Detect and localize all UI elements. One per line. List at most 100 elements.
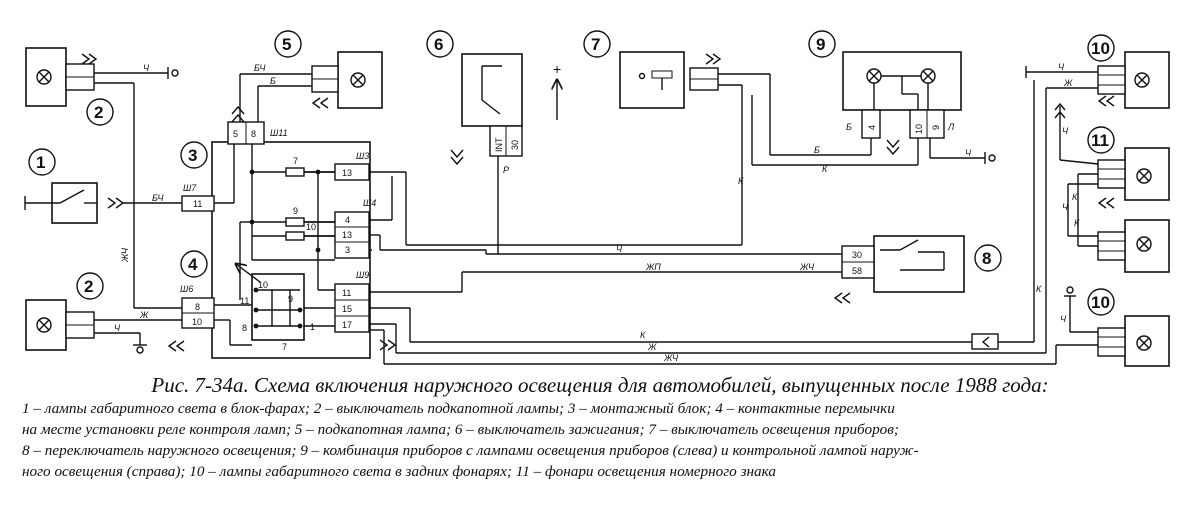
svg-text:Б: Б — [846, 122, 852, 132]
connector-sh11: 5 8 Ш11 — [227, 121, 288, 145]
hood-switch-bottom: Ж Ч — [25, 299, 185, 354]
svg-text:Ч: Ч — [965, 148, 972, 158]
svg-text:ЖЧ: ЖЧ — [663, 353, 679, 363]
callout-10-bottom: 10 — [1091, 293, 1110, 312]
svg-text:Ш7: Ш7 — [183, 183, 197, 193]
parking-lamps-headlight: БЧ — [24, 182, 182, 224]
svg-text:10: 10 — [192, 317, 202, 327]
svg-text:9: 9 — [288, 294, 293, 304]
svg-text:К: К — [738, 176, 744, 186]
legend-line: ного освещения (справа); 10 – лампы габа… — [22, 463, 776, 480]
svg-text:ЖЧ: ЖЧ — [799, 262, 815, 272]
svg-text:10: 10 — [258, 280, 268, 290]
connector-sh4: 4 13 3 Ш4 — [334, 198, 376, 259]
svg-text:Ч: Ч — [616, 244, 623, 254]
svg-text:Ч: Ч — [143, 63, 150, 73]
svg-text:Ш9: Ш9 — [356, 270, 369, 280]
rear-parking-lamp-top: Ч Ж — [1025, 51, 1170, 109]
svg-text:ЖП: ЖП — [645, 262, 661, 272]
svg-text:INT: INT — [494, 137, 504, 152]
fuse-9-label: 9 — [293, 206, 298, 216]
svg-text:11: 11 — [193, 199, 202, 209]
svg-text:15: 15 — [342, 304, 352, 314]
fuse-10-label: 10 — [306, 222, 316, 232]
svg-text:9: 9 — [931, 125, 941, 130]
legend-line: на месте установки реле контроля ламп; 5… — [22, 421, 899, 438]
connector-sh3: 13 Ш3 — [334, 151, 370, 181]
svg-text:Ш3: Ш3 — [356, 151, 369, 161]
svg-text:Ч: Ч — [1060, 314, 1067, 324]
rear-wiring: К Ж ЖЧ — [369, 80, 1057, 365]
callout-9: 9 — [816, 35, 825, 54]
svg-text:К: К — [1072, 192, 1078, 202]
svg-text:10: 10 — [914, 124, 924, 134]
callout-6: 6 — [434, 35, 443, 54]
svg-text:4: 4 — [345, 215, 350, 225]
ignition-switch: INT 30 Р + — [450, 53, 561, 176]
svg-text:БЧ: БЧ — [254, 63, 266, 73]
connector-sh6: 8 10 Ш6 — [180, 284, 215, 329]
block-internal-wiring — [214, 144, 335, 346]
legend-line: 8 – переключатель наружного освещения; 9… — [22, 442, 919, 459]
svg-text:30: 30 — [510, 140, 520, 150]
svg-text:Ж: Ж — [1063, 78, 1073, 88]
svg-text:К: К — [822, 164, 828, 174]
svg-text:5: 5 — [233, 129, 238, 139]
callouts: 1 2 2 3 4 5 6 7 8 9 10 11 10 — [28, 30, 1115, 316]
svg-text:1: 1 — [310, 322, 315, 332]
svg-text:К: К — [640, 330, 646, 340]
exterior-light-switch: 30 58 Ч ЖП ЖЧ — [462, 235, 965, 304]
svg-text:Ч: Ч — [1058, 62, 1065, 72]
svg-text:17: 17 — [342, 320, 352, 330]
callout-5: 5 — [282, 35, 291, 54]
callout-11: 11 — [1091, 131, 1109, 150]
svg-text:Ч: Ч — [1062, 126, 1069, 136]
callout-4: 4 — [188, 255, 198, 274]
svg-text:Ч: Ч — [1062, 202, 1069, 212]
fuse-10 — [285, 231, 305, 241]
figure-caption: Рис. 7-34а. Схема включения наружного ос… — [151, 373, 1049, 397]
callout-7: 7 — [591, 35, 600, 54]
svg-text:8: 8 — [242, 323, 247, 333]
svg-text:Ш4: Ш4 — [363, 198, 376, 208]
fuse-7-label: 7 — [293, 156, 298, 166]
rear-parking-lamp-bottom: Ч К — [1036, 284, 1170, 367]
wiring-diagram: 7 9 10 11 Ш7 8 10 Ш6 5 8 Ш11 13 Ш3 4 — [24, 30, 1170, 367]
svg-text:13: 13 — [342, 168, 352, 178]
callout-2-bottom: 2 — [84, 277, 93, 296]
callout-3: 3 — [188, 146, 197, 165]
callout-10-top: 10 — [1091, 39, 1110, 58]
instrument-light-switch: К — [619, 51, 771, 245]
svg-text:Ш6: Ш6 — [180, 284, 193, 294]
svg-text:30: 30 — [852, 250, 862, 260]
svg-text:Ш11: Ш11 — [270, 128, 288, 138]
svg-text:К: К — [1036, 284, 1042, 294]
svg-text:Ч: Ч — [114, 323, 121, 333]
svg-text:Б: Б — [814, 145, 820, 155]
svg-text:Ж: Ж — [647, 342, 657, 352]
svg-text:58: 58 — [852, 266, 862, 276]
svg-text:К: К — [1074, 218, 1080, 228]
callout-1: 1 — [36, 153, 45, 172]
svg-text:7: 7 — [282, 342, 287, 352]
svg-text:БЧ: БЧ — [152, 193, 164, 203]
svg-text:Ж: Ж — [139, 310, 149, 320]
svg-text:11: 11 — [240, 296, 249, 306]
instrument-cluster: 4 10 9 Б Л Б Ч К — [751, 51, 996, 174]
svg-text:4: 4 — [867, 125, 877, 130]
svg-text:+: + — [553, 61, 561, 77]
svg-text:8: 8 — [195, 302, 200, 312]
license-plate-lamps: Ч Ч К К — [1054, 102, 1170, 273]
svg-text:8: 8 — [251, 129, 256, 139]
svg-text:11: 11 — [342, 288, 351, 298]
svg-text:ЖЧ: ЖЧ — [120, 247, 130, 263]
svg-text:13: 13 — [342, 230, 352, 240]
legend-line: 1 – лампы габаритного света в блок-фарах… — [22, 400, 895, 417]
figure-legend: 1 – лампы габаритного света в блок-фарах… — [22, 398, 1187, 482]
connector-sh7: 11 Ш7 — [181, 183, 215, 212]
svg-text:Б: Б — [270, 76, 276, 86]
connector-sh9: 11 15 17 Ш9 — [334, 270, 370, 333]
svg-text:Л: Л — [947, 122, 955, 132]
contact-jumpers: 10 11 9 8 1 7 — [240, 273, 315, 352]
hood-switch-top: Ч ЖЧ — [25, 47, 182, 309]
